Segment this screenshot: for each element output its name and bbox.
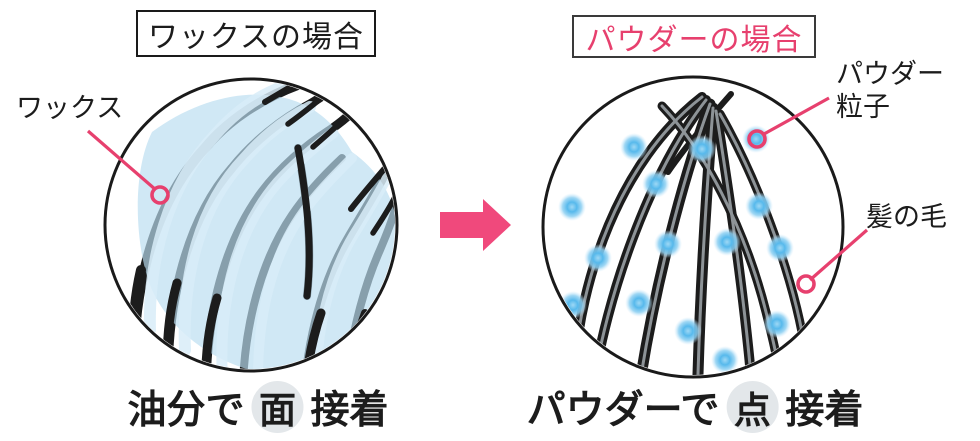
right-caption-tail: 接着 — [785, 389, 864, 432]
hair-callout-label: 髪の毛 — [866, 202, 947, 232]
left-title-box: ワックスの場合 — [136, 10, 376, 57]
wax-ribbons — [143, 81, 395, 369]
powder-dot — [584, 244, 612, 272]
powder-dot — [620, 133, 648, 161]
powder-callout-label: パウダー 粒子 — [836, 58, 944, 124]
powder-callout-line2: 粒子 — [836, 92, 890, 122]
callout-leaders — [86, 96, 869, 294]
powder-dot — [763, 310, 791, 338]
right-title: パウダーの場合 — [585, 23, 803, 57]
powder-dot — [642, 170, 670, 198]
right-title-box: パウダーの場合 — [572, 15, 816, 58]
powder-dot — [713, 228, 741, 256]
wax-coating-blob — [137, 94, 395, 369]
wax-callout-label: ワックス — [16, 93, 124, 123]
hair-marker-ring — [796, 274, 816, 294]
left-caption-emphasis-circle: 面 — [251, 381, 304, 433]
wax-leader-line — [86, 129, 158, 192]
right-caption: パウダーで 点 接着 — [526, 379, 864, 435]
powder-marker-ring — [747, 129, 767, 149]
powder-dot — [625, 289, 653, 317]
wax-illustration — [127, 81, 395, 369]
powder-dot — [688, 135, 716, 163]
powder-dot — [654, 230, 682, 258]
right-caption-emphasis-circle: 点 — [726, 381, 779, 433]
left-caption-lead: 油分で — [127, 389, 245, 432]
right-caption-lead: パウダーで — [526, 389, 720, 432]
wax-marker-ring — [150, 185, 170, 205]
powder-dot — [766, 234, 794, 262]
powder-dot — [558, 193, 586, 221]
left-title: ワックスの場合 — [147, 20, 365, 54]
powder-dot — [745, 192, 773, 220]
powder-dot — [674, 317, 702, 345]
left-caption: 油分で 面 接着 — [127, 379, 389, 435]
hair-leader-line — [808, 228, 869, 282]
powder-dot — [711, 346, 739, 374]
transition-arrow-icon — [440, 199, 511, 251]
powder-leader-line — [763, 96, 830, 136]
powder-callout-line1: パウダー — [836, 59, 944, 89]
left-caption-tail: 接着 — [310, 389, 389, 432]
